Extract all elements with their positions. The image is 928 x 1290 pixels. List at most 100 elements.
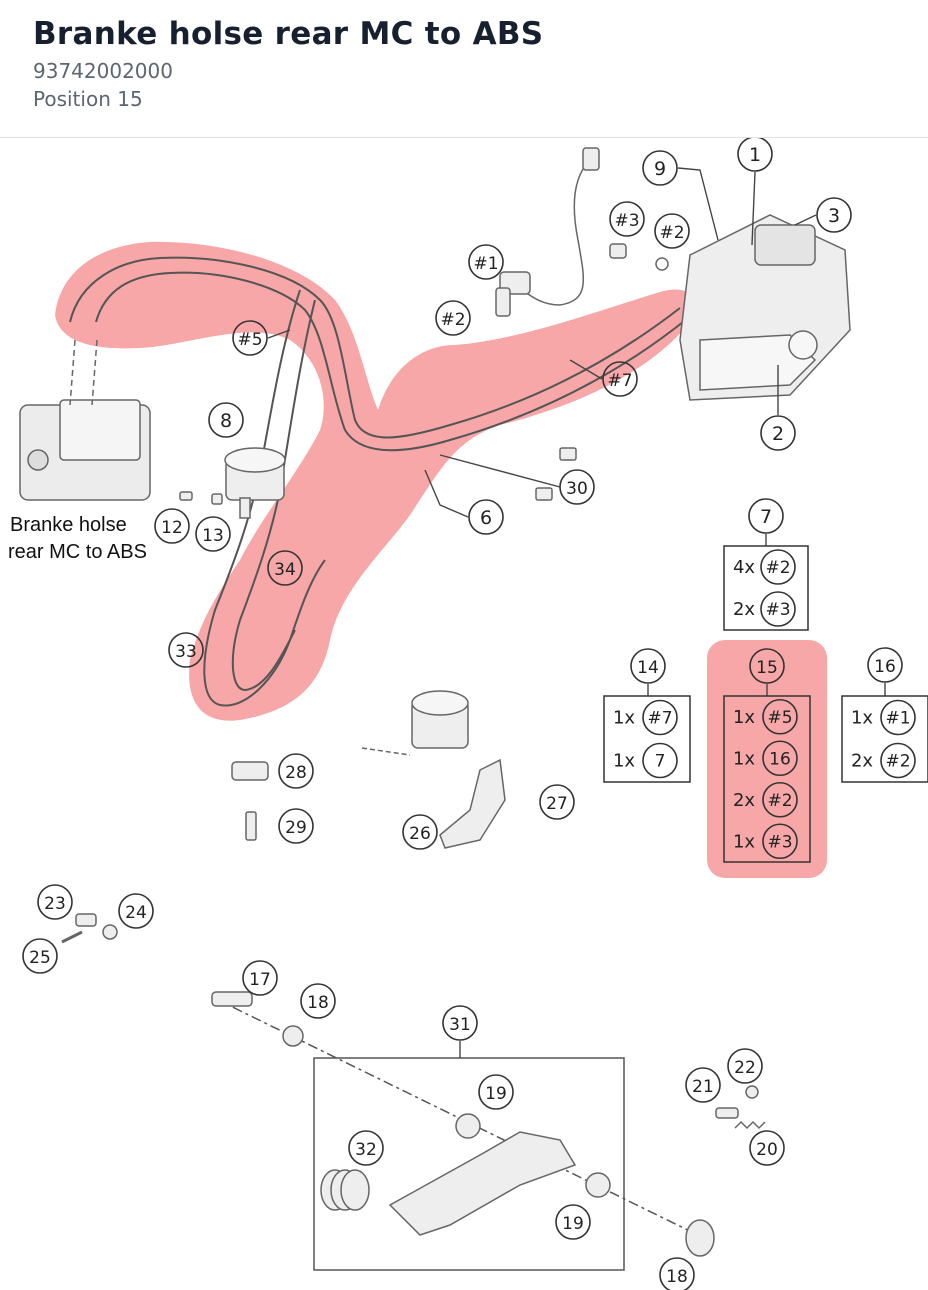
callout-c-17[interactable]: 17 [242,960,278,996]
kit-qty: 1x [733,831,755,852]
mc-pivot [788,330,818,360]
kit-ref-circle [880,742,916,779]
abs-block [59,399,141,461]
callout-c-h2b[interactable]: #2 [435,300,471,336]
callout-c-27[interactable]: 27 [539,784,575,820]
callout-c-26[interactable]: 26 [402,814,438,850]
master-cylinder-assembly [679,214,851,401]
callout-c-1[interactable]: 1 [737,138,773,172]
kit-7: 4x#22x#3 [723,545,809,631]
callout-c-h1[interactable]: #1 [468,244,504,280]
kit-ref[interactable]: #3 [767,832,792,852]
callout-c-h7[interactable]: #7 [602,361,638,397]
callout-c-18b[interactable]: 18 [659,1257,695,1290]
callout-c-2[interactable]: 2 [760,415,796,451]
callout-label: 14 [637,658,659,678]
kit-ref[interactable]: #3 [765,600,790,620]
callout-circle [435,300,471,336]
hose-highlight [55,241,827,878]
abs-guide-2 [91,339,98,406]
kit-ref[interactable]: #5 [767,708,792,728]
hose-lines [69,256,689,707]
callout-c-14[interactable]: 14 [630,648,666,684]
callout-label: #2 [659,223,684,243]
callout-label: 3 [828,205,840,227]
callout-c-22[interactable]: 22 [727,1048,763,1084]
leader-6 [424,469,469,518]
callout-c-34[interactable]: 34 [267,550,303,586]
bolt-21 [715,1107,739,1119]
callout-label: 16 [874,657,896,677]
kit-qty: 1x [733,748,755,769]
callout-label: 7 [760,506,772,528]
kit-ref-circle [642,742,678,779]
callout-c-20[interactable]: 20 [749,1130,785,1166]
callout-c-19a[interactable]: 19 [478,1074,514,1110]
callout-circle [602,361,638,397]
kit-ref-circle [642,699,678,736]
callout-circle [478,1074,514,1110]
callout-c-19b[interactable]: 19 [555,1204,591,1240]
sensor-tip [495,287,511,317]
callout-c-6[interactable]: 6 [468,499,504,535]
kit-qty: 1x [733,707,755,728]
callout-c-16[interactable]: 16 [867,647,903,683]
reservoir-cap [224,447,286,473]
callout-c-18a[interactable]: 18 [300,983,336,1019]
kit-qty: 1x [613,751,635,772]
pedal-assembly [211,991,715,1271]
callout-circle [816,197,852,233]
kit-ref[interactable]: 16 [769,749,791,769]
callout-c-32[interactable]: 32 [348,1130,384,1166]
callout-c-29[interactable]: 29 [278,808,314,844]
callout-c-9[interactable]: 9 [642,150,678,186]
kit-ref[interactable]: #2 [885,752,910,772]
washer-ring [655,257,669,271]
kit-ref-circle [762,740,798,777]
callout-circle [555,1204,591,1240]
callout-c-h5[interactable]: #5 [232,320,268,356]
callout-circle [442,1005,478,1041]
callout-c-12[interactable]: 12 [154,508,190,544]
callout-label: 18 [666,1267,688,1287]
callout-c-33[interactable]: 33 [168,632,204,668]
kit-ref[interactable]: #7 [647,709,672,729]
callout-label: 34 [274,560,296,580]
callout-circle [348,1130,384,1166]
callout-c-21[interactable]: 21 [685,1067,721,1103]
callout-circle [737,138,773,172]
callout-circle [468,244,504,280]
callout-c-3[interactable]: 3 [816,197,852,233]
callout-c-8[interactable]: 8 [208,402,244,438]
callout-label: 27 [546,794,568,814]
callout-c-24[interactable]: 24 [118,893,154,929]
callout-c-30[interactable]: 30 [559,469,595,505]
small-hardware [61,447,766,1130]
callout-c-h2a[interactable]: #2 [654,213,690,249]
kit-box [723,545,809,631]
kit-ref[interactable]: #1 [885,709,910,729]
rear-mc-pin [361,747,411,756]
callout-c-7[interactable]: 7 [748,498,784,534]
callout-c-25[interactable]: 25 [22,938,58,974]
leader-1 [751,171,756,246]
callout-c-15[interactable]: 15 [749,648,785,684]
mc-cylinder [754,224,816,266]
kit-ref[interactable]: #2 [767,791,792,811]
leader-h5 [267,329,291,339]
callout-c-13[interactable]: 13 [195,516,231,552]
spring-25 [61,930,83,944]
callout-circle [609,201,645,237]
reservoir-outlet [239,497,251,519]
kit-ref[interactable]: 7 [655,752,666,772]
callout-c-h3[interactable]: #3 [609,201,645,237]
clamp-13 [211,493,223,505]
callout-c-28[interactable]: 28 [278,753,314,789]
kit-ref[interactable]: #2 [765,558,790,578]
callout-circle [749,1130,785,1166]
kit-ref-circle [762,781,798,818]
callout-label: 13 [202,526,224,546]
callout-c-31[interactable]: 31 [442,1005,478,1041]
callout-c-23[interactable]: 23 [37,884,73,920]
